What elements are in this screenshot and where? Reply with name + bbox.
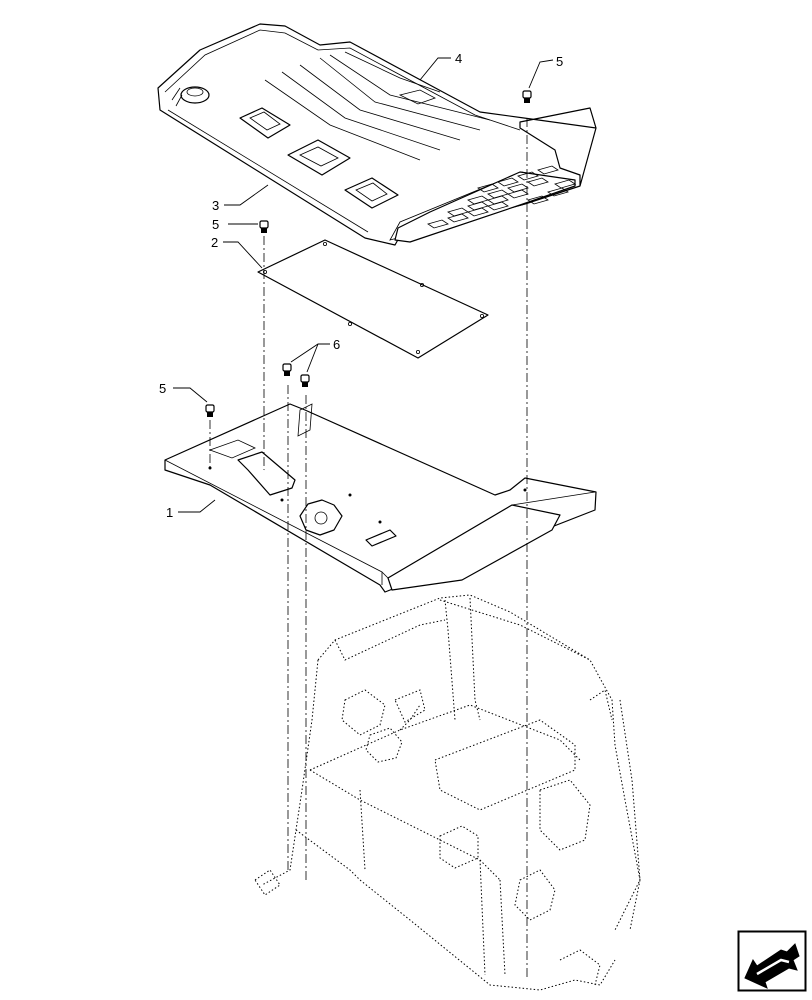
floor-mat	[157, 23, 597, 246]
callout-5-mid: 5	[212, 217, 219, 232]
cab-frame	[254, 594, 641, 991]
callout-5-upper: 5	[556, 54, 563, 69]
bolt-pair-left	[282, 363, 292, 376]
callout-5-lower: 5	[159, 381, 166, 396]
callout-labels: 1 2 3 4 5 5 5 6	[159, 51, 563, 520]
cover-plate	[257, 239, 489, 359]
bolt-lower-left	[205, 404, 215, 417]
callout-3: 3	[212, 198, 219, 213]
callout-4: 4	[455, 51, 462, 66]
leader-lines	[173, 57, 554, 513]
navigation-button[interactable]	[737, 930, 807, 992]
alignment-lines	[209, 118, 528, 980]
callout-6: 6	[333, 337, 340, 352]
arrow-navigation-icon	[737, 930, 807, 992]
callout-2: 2	[211, 235, 218, 250]
callout-1: 1	[166, 505, 173, 520]
bolt-mid	[259, 220, 269, 233]
floor-plate	[164, 403, 597, 593]
bolt-upper	[522, 90, 532, 103]
bolt-pair-right	[300, 374, 310, 387]
